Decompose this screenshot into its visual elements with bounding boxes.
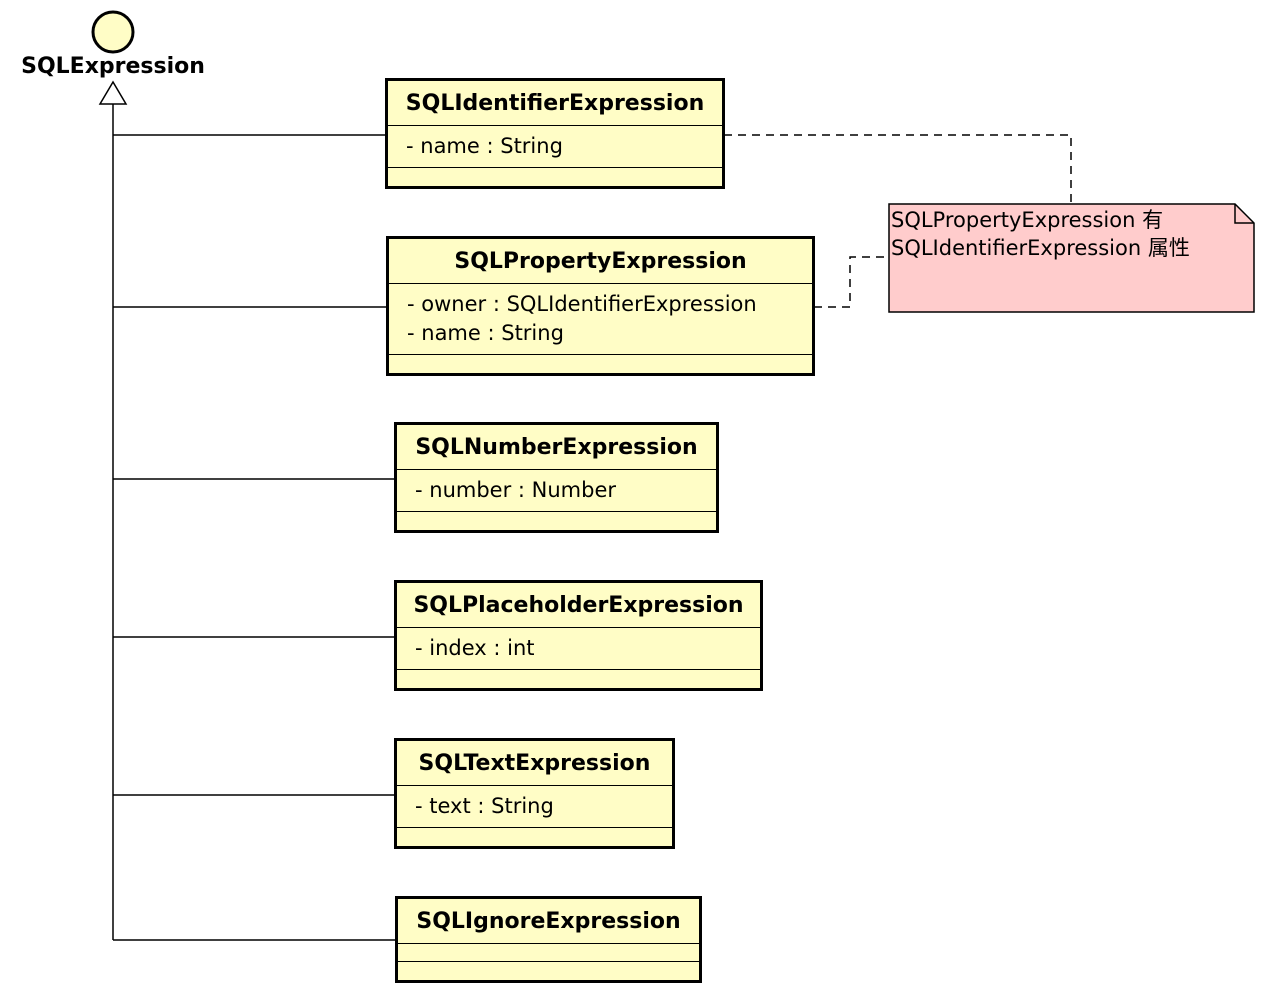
class-operations [398,962,699,980]
class-name: SQLPropertyExpression [389,239,812,284]
class-attributes [398,944,699,962]
note-anchor-identifier [724,134,1072,204]
attribute: - index : int [415,636,535,660]
class-sql-text-expression[interactable]: SQLTextExpression - text : String [394,738,675,849]
class-operations [397,512,716,530]
generalization-arrow-icon [98,80,128,105]
class-sql-placeholder-expression[interactable]: SQLPlaceholderExpression - index : int [394,580,763,691]
class-operations [389,355,812,373]
class-operations [397,670,760,688]
note-text: SQLPropertyExpression 有 SQLIdentifierExp… [891,206,1190,262]
class-operations [388,168,722,186]
class-name: SQLTextExpression [397,741,672,786]
class-sql-identifier-expression[interactable]: SQLIdentifierExpression - name : String [385,78,725,189]
note-fold-icon [1234,204,1254,224]
attribute: - owner : SQLIdentifierExpression [407,292,757,316]
class-sql-property-expression[interactable]: SQLPropertyExpression - owner : SQLIdent… [386,236,815,376]
class-attributes: - number : Number [397,470,716,512]
class-attributes: - index : int [397,628,760,670]
class-name: SQLNumberExpression [397,425,716,470]
attribute: - name : String [406,134,563,158]
attribute: - number : Number [415,478,616,502]
class-name: SQLIdentifierExpression [388,81,722,126]
interface-circle-icon[interactable] [91,10,135,54]
class-attributes: - name : String [388,126,722,168]
attribute: - name : String [407,321,564,345]
interface-label: SQLExpression [21,54,205,79]
note-shape[interactable] [888,203,1255,313]
class-sql-ignore-expression[interactable]: SQLIgnoreExpression [395,896,702,983]
class-name: SQLPlaceholderExpression [397,583,760,628]
class-attributes: - owner : SQLIdentifierExpression - name… [389,284,812,355]
class-sql-number-expression[interactable]: SQLNumberExpression - number : Number [394,422,719,533]
class-operations [397,828,672,846]
class-attributes: - text : String [397,786,672,828]
note-line: SQLPropertyExpression 有 [891,208,1164,232]
note-anchor-property [814,256,888,308]
class-name: SQLIgnoreExpression [398,899,699,944]
note-line: SQLIdentifierExpression 属性 [891,236,1190,260]
attribute: - text : String [415,794,554,818]
